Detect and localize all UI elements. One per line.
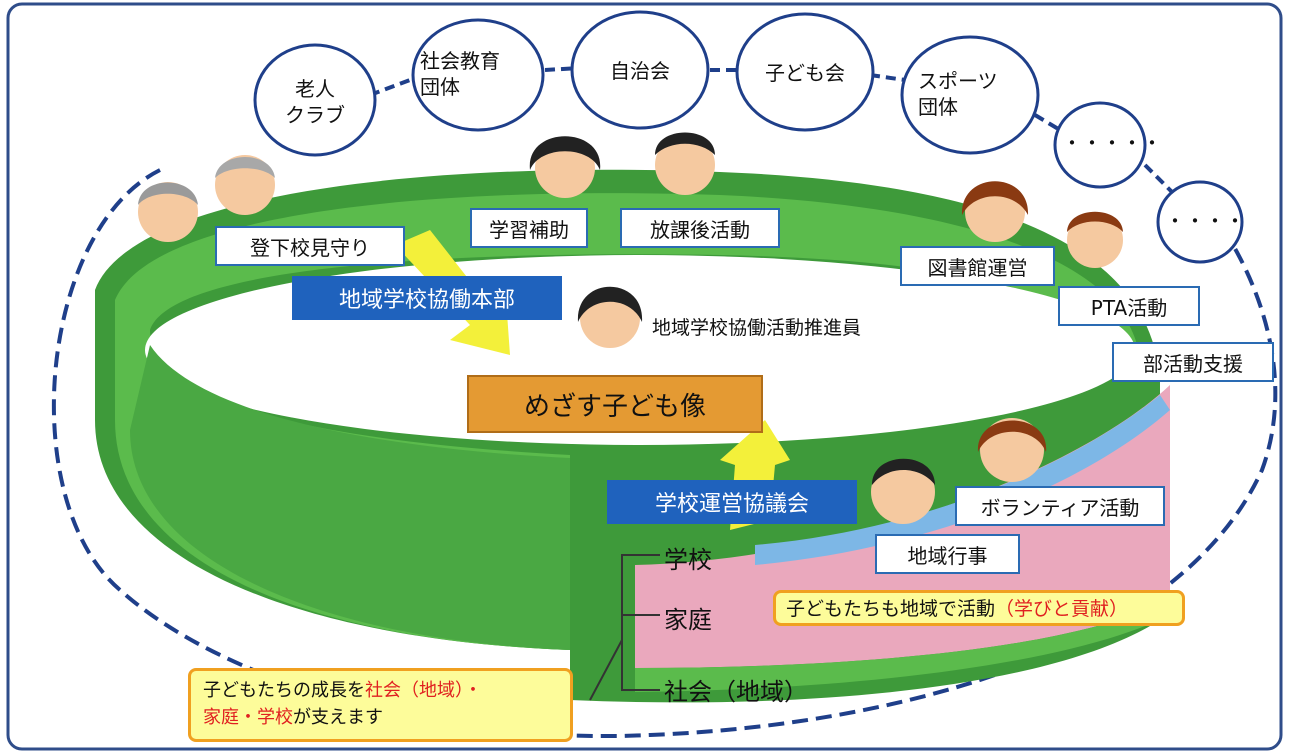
circle-shakai-kyouiku [411, 18, 545, 132]
label-bukatsu: 部活動支援 [1112, 342, 1274, 382]
circle-label-kodomokai: 子ども会 [765, 61, 845, 85]
face-girl-icon [977, 418, 1047, 482]
layer-label-community: 社会（地域） [664, 678, 808, 706]
circle-kodomokai [735, 12, 875, 132]
label-gakushu-hojo: 学習補助 [470, 208, 588, 248]
circle-label-sports: スポーツ団体 [918, 69, 998, 119]
label-pta: PTA活動 [1058, 286, 1200, 326]
face-elder-1-icon [138, 182, 198, 242]
circle-roujin-club [253, 43, 377, 157]
label-suishinin: 地域学校協働活動推進員 [652, 317, 862, 339]
circle-label-roujin-club: 老人クラブ [285, 77, 345, 127]
layer-label-home: 家庭 [664, 606, 712, 634]
face-woman-1-icon [529, 136, 601, 198]
circle-label-shakai-kyouiku: 社会教育団体 [420, 49, 500, 99]
layer-bracket [621, 554, 660, 691]
circle-sports [900, 35, 1040, 155]
circle-label-jichikai: 自治会 [610, 59, 670, 83]
green-inner-wall [130, 345, 570, 650]
face-man-glasses-icon [655, 132, 715, 195]
label-toshokan: 図書館運営 [900, 246, 1055, 286]
circle-connectors [369, 66, 1177, 197]
note-pointer-line [589, 639, 623, 701]
box-honbu: 地域学校協働本部 [292, 276, 562, 320]
circle-label-more-1: ・・・・・ [1062, 131, 1162, 155]
box-kyougikai: 学校運営協議会 [607, 480, 857, 524]
green-strip-bottom [635, 600, 1170, 692]
blue-band-school [755, 395, 1170, 565]
circle-more-1 [1053, 101, 1147, 189]
circle-label-more-2: ・・・・ [1165, 209, 1245, 233]
label-houkago: 放課後活動 [620, 208, 780, 248]
note-support: 子どもたちの成長を社会（地域）・家庭・学校が支えます [188, 668, 573, 742]
label-volunteer: ボランティア活動 [955, 486, 1165, 526]
label-toukou-mimamori: 登下校見守り [215, 226, 405, 266]
goal-box: めざす子ども像 [467, 375, 763, 433]
note-children-activity: 子どもたちも地域で活動（学びと貢献） [773, 590, 1185, 626]
layer-label-school: 学校 [664, 546, 712, 574]
face-elder-2-icon [215, 155, 275, 215]
face-coordinator-icon [577, 286, 643, 348]
circle-jichikai [570, 10, 710, 130]
outer-frame [6, 2, 1283, 751]
circle-more-2 [1156, 180, 1244, 264]
face-man-2-icon [1067, 211, 1123, 268]
community-dashed-ring [51, 168, 1278, 738]
face-boy-icon [871, 458, 935, 524]
label-chiiki-gyouji: 地域行事 [875, 534, 1020, 574]
face-woman-2-icon [961, 181, 1029, 242]
